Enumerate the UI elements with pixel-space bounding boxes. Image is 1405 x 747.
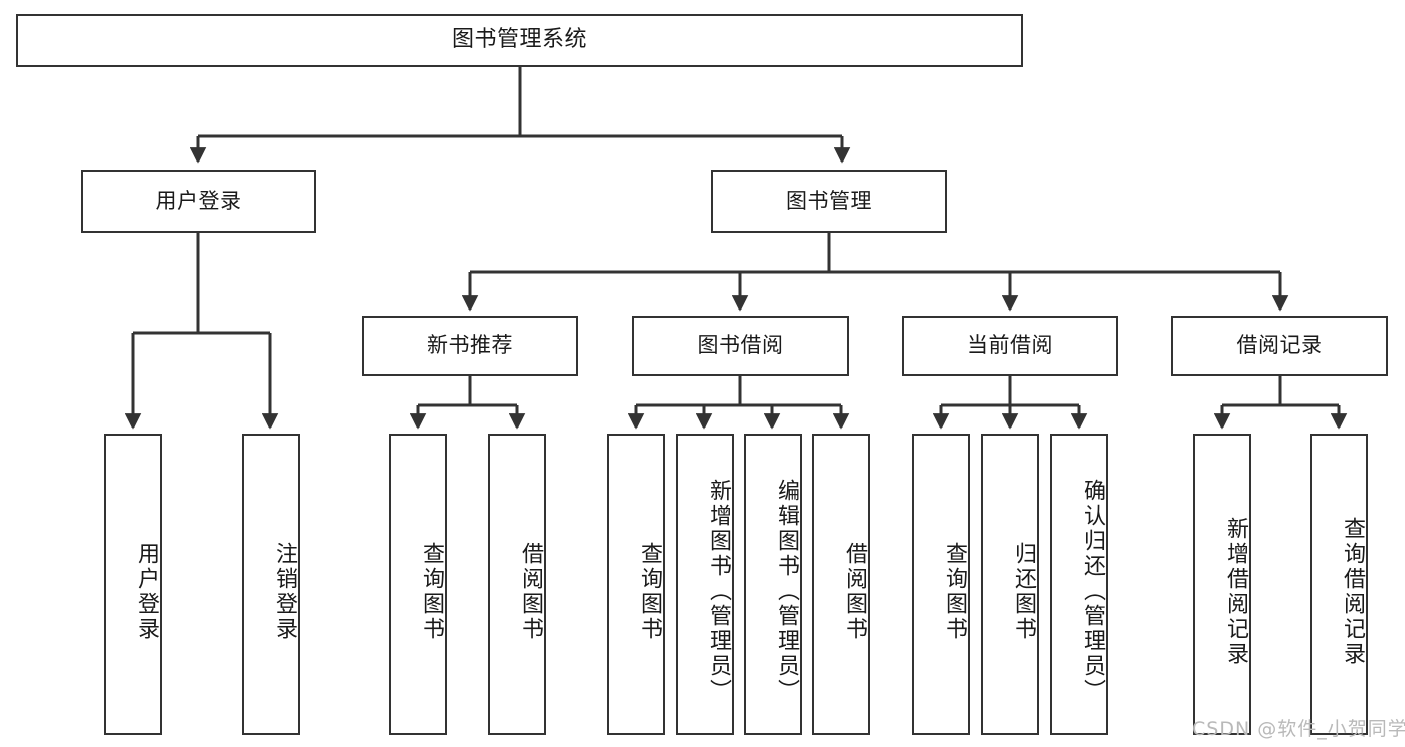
leaf-borrow-add-book-admin[interactable]: 新增图书（管理员）: [676, 434, 734, 735]
leaf-label: 查询图书: [419, 541, 444, 642]
leaf-label: 借阅图书: [518, 541, 543, 642]
leaf-user-login-login[interactable]: 用户登录: [104, 434, 162, 735]
leaf-label: 归还图书: [1011, 541, 1036, 642]
leaf-user-login-logout[interactable]: 注销登录: [242, 434, 300, 735]
leaf-label: 新增图书（管理员）: [706, 479, 731, 704]
leaf-label: 借阅图书: [842, 541, 867, 642]
leaf-recommend-query-book[interactable]: 查询图书: [389, 434, 447, 735]
leaf-record-query-record[interactable]: 查询借阅记录: [1310, 434, 1368, 735]
leaf-label: 用户登录: [134, 541, 159, 642]
node-current-borrow[interactable]: 当前借阅: [902, 316, 1118, 376]
leaf-current-confirm-return-admin[interactable]: 确认归还（管理员）: [1050, 434, 1108, 735]
leaf-record-add-record[interactable]: 新增借阅记录: [1193, 434, 1251, 735]
leaf-borrow-query-book[interactable]: 查询图书: [607, 434, 665, 735]
leaf-borrow-edit-book-admin[interactable]: 编辑图书（管理员）: [744, 434, 802, 735]
node-book-management[interactable]: 图书管理: [711, 170, 947, 233]
node-new-book-recommend[interactable]: 新书推荐: [362, 316, 578, 376]
node-user-login[interactable]: 用户登录: [81, 170, 316, 233]
leaf-label: 查询借阅记录: [1340, 516, 1365, 667]
node-root-system[interactable]: 图书管理系统: [16, 14, 1023, 67]
leaf-label: 新增借阅记录: [1223, 516, 1248, 667]
leaf-current-return-book[interactable]: 归还图书: [981, 434, 1039, 735]
leaf-current-query-book[interactable]: 查询图书: [912, 434, 970, 735]
leaf-borrow-borrow-book[interactable]: 借阅图书: [812, 434, 870, 735]
leaf-label: 查询图书: [942, 541, 967, 642]
watermark-text: CSDN @软件_小贺同学: [1192, 718, 1405, 740]
leaf-label: 确认归还（管理员）: [1080, 479, 1105, 704]
leaf-label: 注销登录: [272, 541, 297, 642]
leaf-label: 编辑图书（管理员）: [774, 479, 799, 704]
leaf-label: 查询图书: [637, 541, 662, 642]
leaf-recommend-borrow-book[interactable]: 借阅图书: [488, 434, 546, 735]
node-borrow-record[interactable]: 借阅记录: [1171, 316, 1388, 376]
node-book-borrow[interactable]: 图书借阅: [632, 316, 849, 376]
